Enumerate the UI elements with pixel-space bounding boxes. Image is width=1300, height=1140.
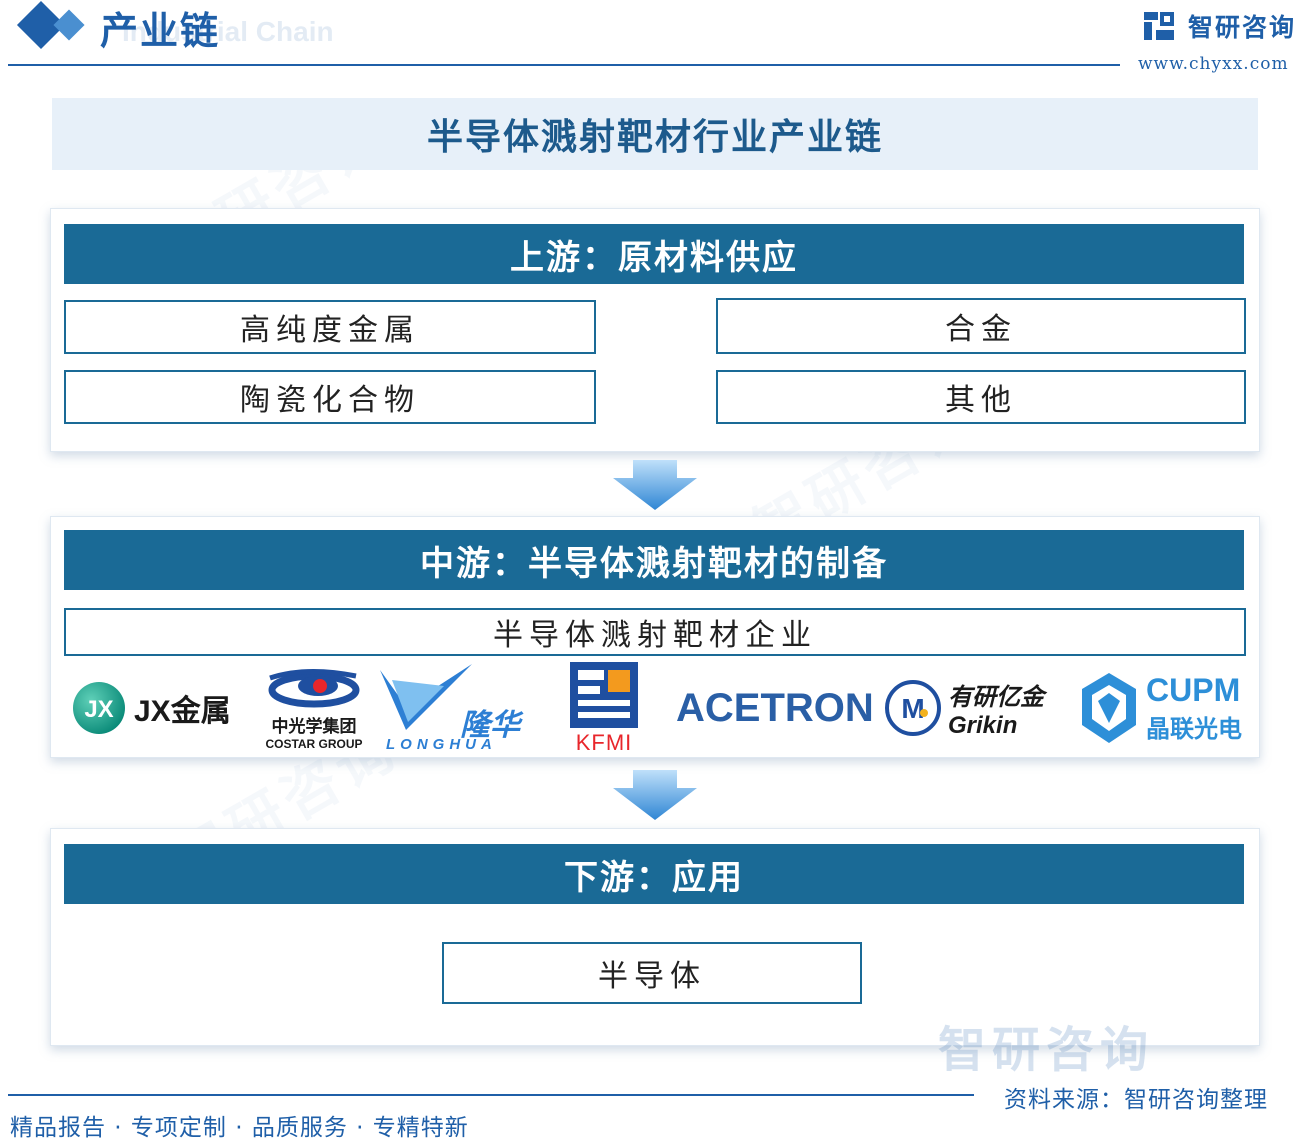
footer-source: 资料来源：智研咨询整理 bbox=[1004, 1087, 1268, 1113]
upstream-item: 高纯度金属 bbox=[64, 300, 596, 354]
brand-logo-icon bbox=[1144, 12, 1174, 40]
down-arrow-icon bbox=[613, 770, 697, 820]
diagram-title: 半导体溅射靶材行业产业链 bbox=[52, 98, 1258, 170]
costar-mark-icon bbox=[268, 668, 360, 707]
upstream-heading: 上游：原材料供应 bbox=[64, 224, 1244, 284]
company-logo-jx: JX JX金属 bbox=[72, 660, 247, 756]
costar-en: COSTAR GROUP bbox=[265, 736, 363, 751]
grikin-mark-text: M bbox=[901, 693, 924, 724]
footer-watermark-logo: 智研咨询 bbox=[938, 1022, 1155, 1078]
midstream-heading: 中游：半导体溅射靶材的制备 bbox=[64, 530, 1244, 590]
kfmi-en: KFMI bbox=[575, 730, 633, 755]
header-diamond-accent-icon bbox=[53, 9, 85, 41]
company-logo-grikin: M 有研亿金 Grikin bbox=[884, 660, 1060, 756]
header-subtitle: Industrial Chain bbox=[122, 16, 334, 47]
company-logo-cupm: CUPM 晶联光电 bbox=[1078, 660, 1250, 756]
cupm-en: CUPM bbox=[1146, 672, 1241, 708]
brand-name: 智研咨询 bbox=[1188, 13, 1297, 42]
kfmi-mark-icon bbox=[570, 662, 638, 728]
grikin-en: Grikin bbox=[948, 711, 1018, 739]
longhua-cn: 隆华 bbox=[460, 708, 520, 743]
longhua-mark-icon bbox=[380, 664, 472, 730]
company-logo-costar: 中光学集团 COSTAR GROUP bbox=[258, 660, 370, 756]
down-arrow-icon bbox=[613, 460, 697, 510]
footer-tagline: 精品报告 · 专项定制 · 品质服务 · 专精特新 bbox=[10, 1115, 469, 1140]
header-title: 产业链 bbox=[100, 9, 221, 53]
grikin-mark-icon: M bbox=[885, 680, 941, 736]
company-logo-acetron: ACETRON bbox=[676, 660, 874, 756]
grikin-cn: 有研亿金 bbox=[948, 682, 1044, 711]
downstream-heading: 下游：应用 bbox=[64, 844, 1244, 904]
upstream-item: 合金 bbox=[716, 298, 1246, 354]
jx-name: JX金属 bbox=[134, 695, 231, 728]
header-divider bbox=[8, 64, 1120, 66]
midstream-subheading: 半导体溅射靶材企业 bbox=[64, 608, 1246, 656]
jx-mark-text: JX bbox=[84, 696, 113, 723]
jx-mark-icon: JX bbox=[73, 682, 125, 734]
cupm-mark-icon bbox=[1082, 673, 1136, 743]
downstream-item: 半导体 bbox=[442, 942, 862, 1004]
cupm-cn: 晶联光电 bbox=[1146, 715, 1242, 743]
company-logo-kfmi: KFMI bbox=[566, 660, 642, 756]
upstream-item: 陶瓷化合物 bbox=[64, 370, 596, 424]
upstream-item: 其他 bbox=[716, 370, 1246, 424]
brand-url: www.chyxx.com bbox=[1138, 54, 1289, 74]
footer-divider bbox=[8, 1094, 974, 1096]
costar-cn: 中光学集团 bbox=[271, 716, 357, 737]
company-logo-longhua: 隆华 LONGHUA bbox=[372, 660, 544, 756]
acetron-en: ACETRON bbox=[676, 685, 874, 730]
longhua-en: LONGHUA bbox=[386, 736, 497, 753]
